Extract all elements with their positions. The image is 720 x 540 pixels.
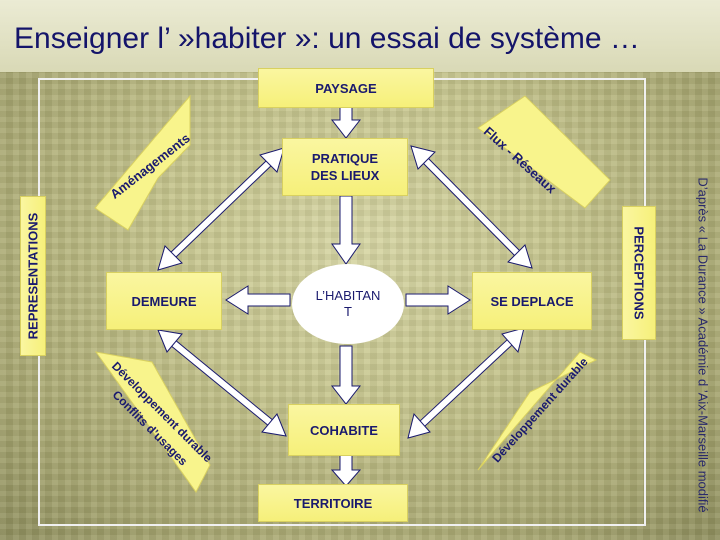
arrow-diagonal-top-left [158,148,284,270]
arrow-pratique-center [332,196,360,264]
arrow-paysage-pratique [332,104,360,138]
perceptions-label: PERCEPTIONS [632,226,647,319]
arrow-center-cohabite [332,346,360,404]
habitant-label-line2: T [344,304,352,320]
pratique-label-line2: DES LIEUX [311,167,380,184]
arrow-center-se-deplacer [406,286,470,314]
arrow-center-demeure [226,286,290,314]
source-credit: D’après « La Durance » Académie d ’Aix-M… [696,177,711,512]
territoire-label: TERRITOIRE [294,496,373,511]
cohabite-label: COHABITE [310,423,378,438]
demeure-label: DEMEURE [131,294,196,309]
representations-label: REPRESENTATIONS [26,213,41,340]
demeure-box: DEMEURE [106,272,222,330]
paysage-label: PAYSAGE [315,81,376,96]
perceptions-box: PERCEPTIONS [622,206,656,340]
habitant-label-line1: L’HABITAN [316,288,381,304]
arrow-cohabite-territoire [332,453,360,486]
se-deplacer-box: SE DEPLACE [472,272,592,330]
se-deplacer-label: SE DEPLACE [490,294,573,309]
cohabite-box: COHABITE [288,404,400,456]
representations-box: REPRESENTATIONS [20,196,46,356]
arrow-diagonal-bottom-right [408,328,524,438]
habitant-ellipse: L’HABITAN T [292,264,404,344]
territoire-box: TERRITOIRE [258,484,408,522]
pratique-des-lieux-box: PRATIQUE DES LIEUX [282,138,408,196]
paysage-box: PAYSAGE [258,68,434,108]
pratique-label-line1: PRATIQUE [312,150,378,167]
